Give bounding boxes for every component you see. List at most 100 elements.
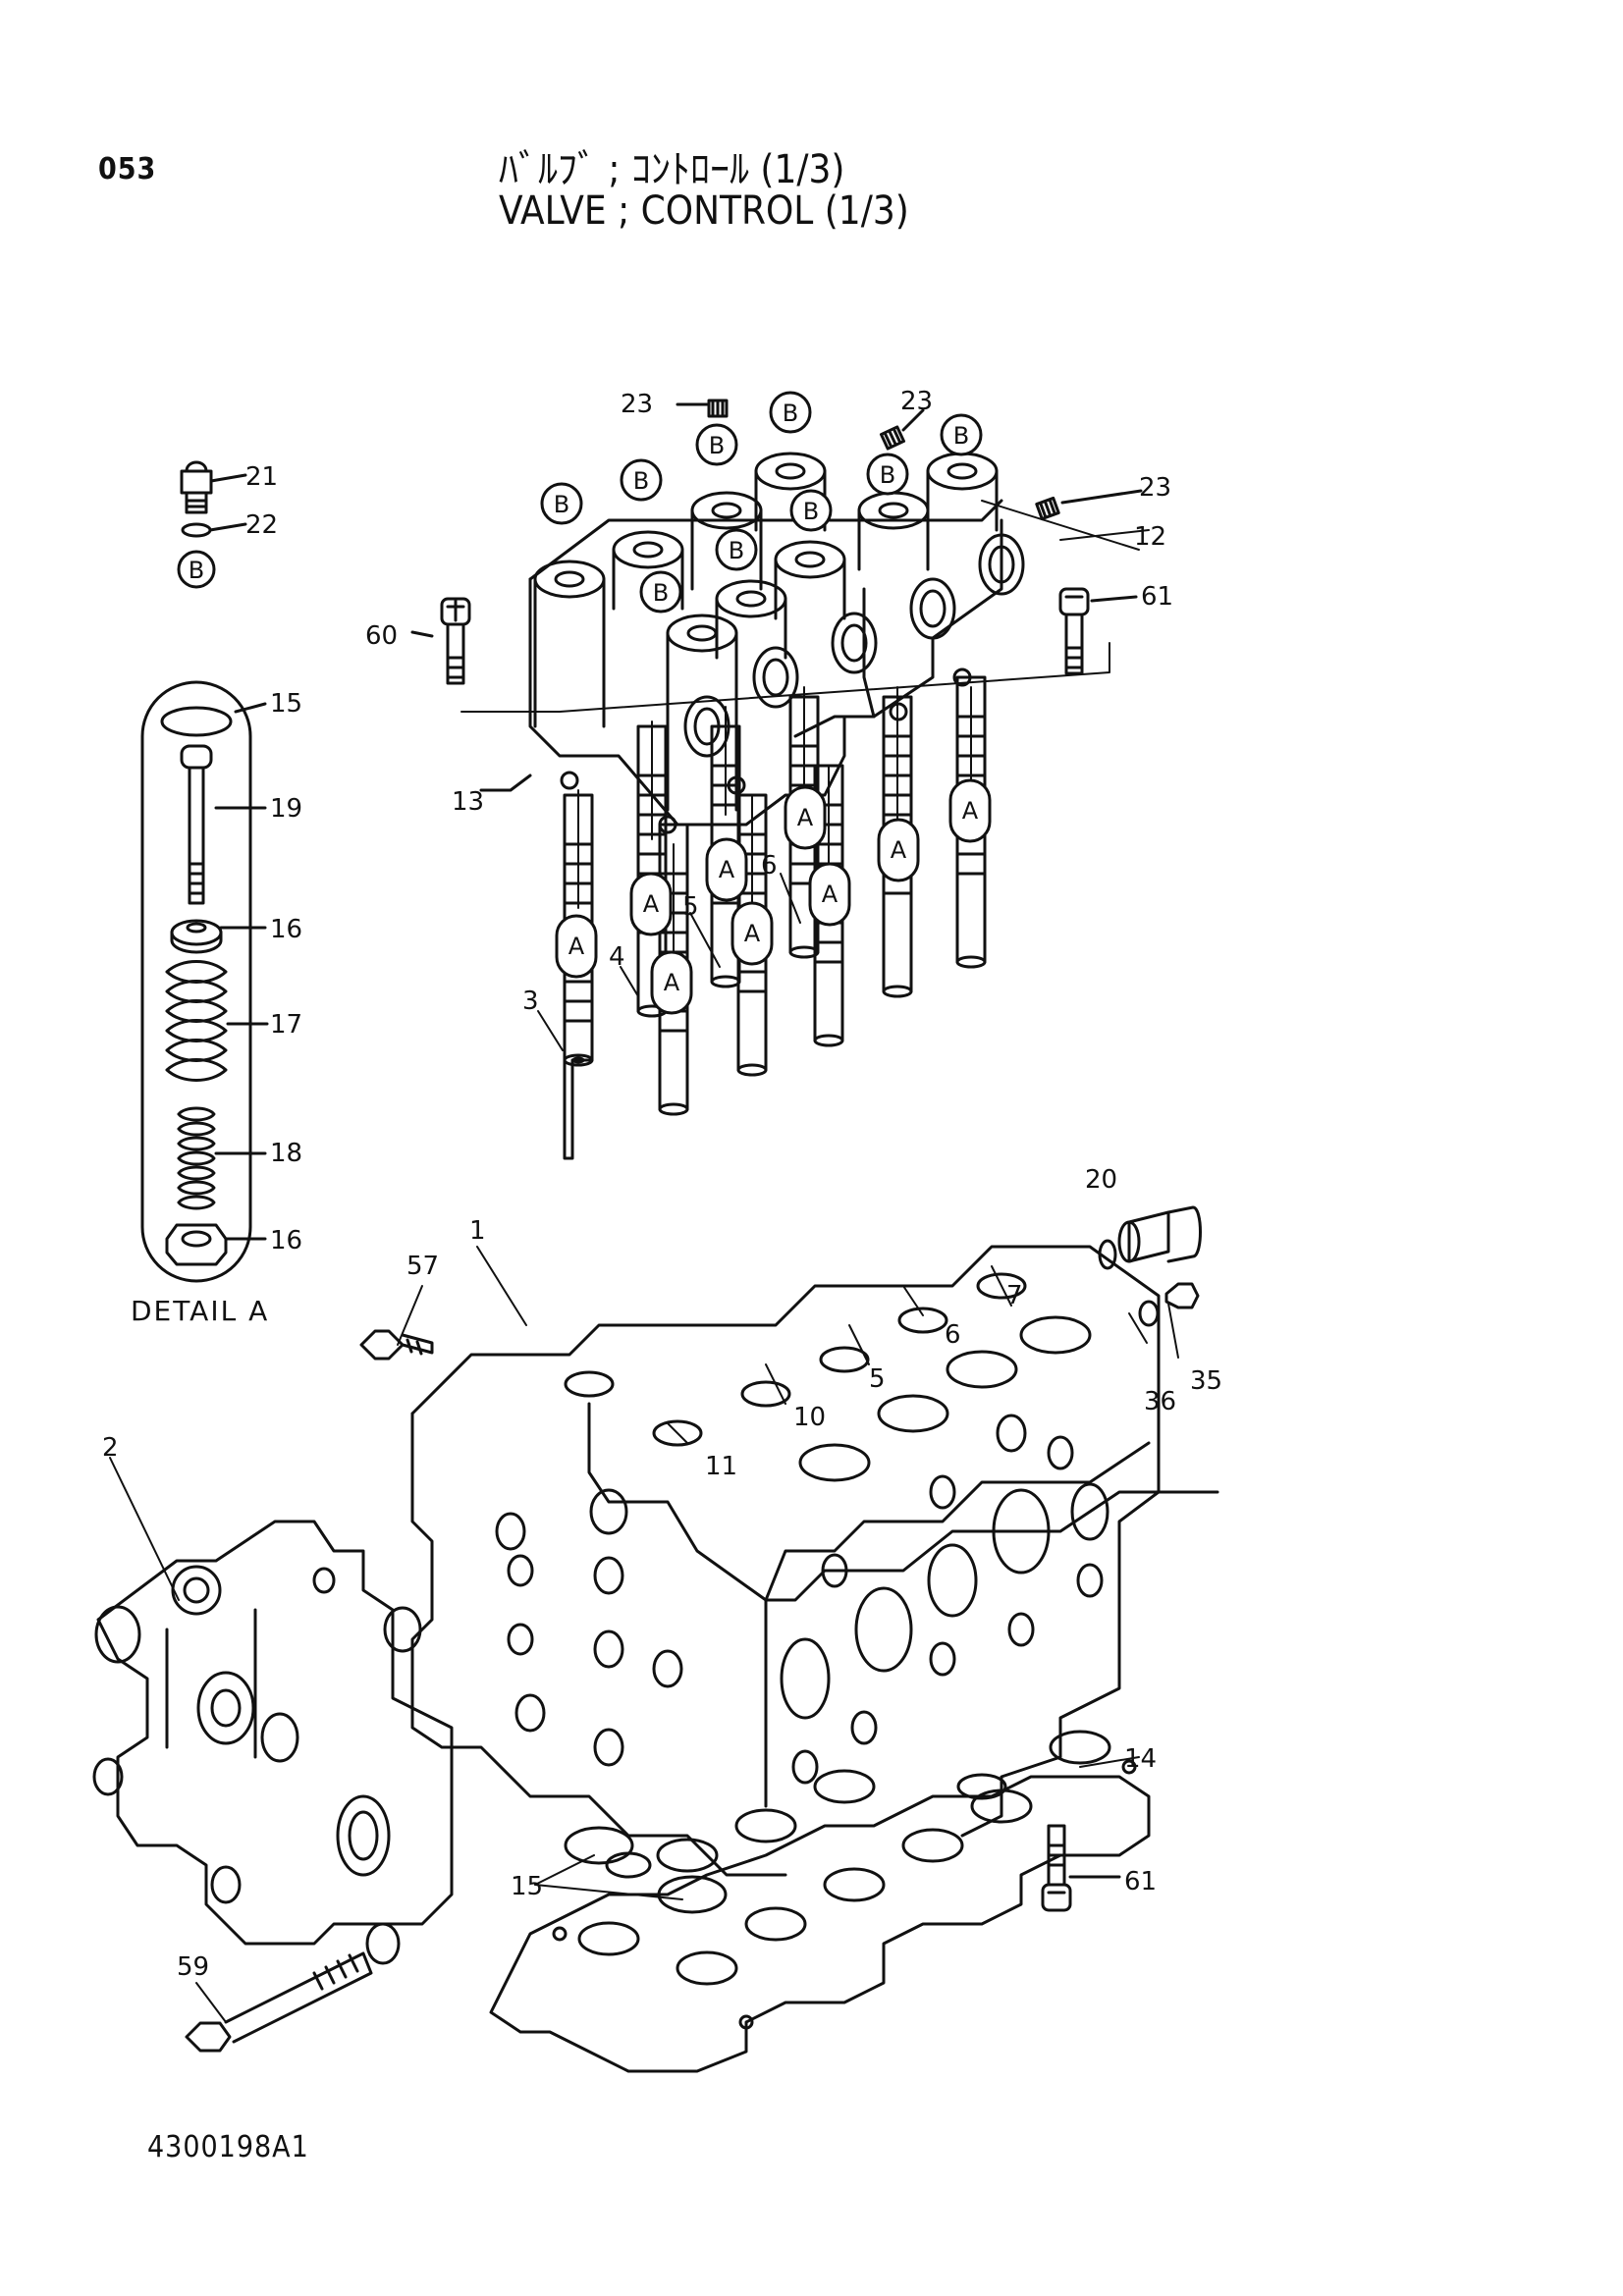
plate-14 xyxy=(489,1730,1151,2073)
callout-15-a: 15 xyxy=(270,689,302,719)
svg-text:B: B xyxy=(803,498,819,525)
callout-6-a: 6 xyxy=(761,851,778,881)
callout-23-b: 23 xyxy=(900,387,933,416)
callout-15-b: 15 xyxy=(511,1872,543,1901)
o-ring-15 xyxy=(160,706,233,737)
callout-61-b: 61 xyxy=(1124,1867,1157,1896)
callout-22: 22 xyxy=(245,510,278,540)
callout-19: 19 xyxy=(270,794,302,824)
svg-text:B: B xyxy=(554,491,569,518)
callout-10: 10 xyxy=(793,1403,826,1432)
marker-b-4: B xyxy=(769,391,812,434)
title-english: VALVE ; CONTROL (1/3) xyxy=(499,188,909,234)
marker-b-3: B xyxy=(695,423,738,466)
callout-4: 4 xyxy=(609,942,625,972)
callout-5-b: 5 xyxy=(869,1364,886,1394)
callout-1: 1 xyxy=(469,1216,486,1246)
svg-text:B: B xyxy=(709,432,725,459)
spring-18 xyxy=(177,1106,216,1210)
leader-lines xyxy=(109,529,1179,2023)
marker-a-group: A A A A A A A A A xyxy=(555,778,992,1015)
callout-60: 60 xyxy=(365,621,398,651)
marker-b-7: B xyxy=(789,489,833,532)
svg-text:A: A xyxy=(744,920,761,947)
callout-13: 13 xyxy=(452,787,484,817)
callout-35: 35 xyxy=(1190,1366,1222,1396)
svg-text:B: B xyxy=(783,400,798,427)
callout-59: 59 xyxy=(177,1952,209,1982)
callout-2: 2 xyxy=(102,1433,119,1463)
marker-b-2: B xyxy=(620,458,663,502)
svg-text:B: B xyxy=(189,557,204,584)
main-body-1 xyxy=(410,1245,1219,1877)
callout-21: 21 xyxy=(245,462,278,492)
bolt-60 xyxy=(410,597,471,685)
pin-19 xyxy=(180,744,213,905)
svg-text:B: B xyxy=(653,579,669,607)
callout-61-a: 61 xyxy=(1141,582,1173,612)
title-japanese: ﾊﾞﾙﾌﾞ ; ｺﾝﾄﾛｰﾙ (1/3) xyxy=(499,147,845,192)
plug-23-group xyxy=(676,399,1143,521)
callout-3: 3 xyxy=(522,987,539,1016)
callout-6-b: 6 xyxy=(945,1320,961,1350)
callout-11: 11 xyxy=(705,1452,737,1481)
svg-text:B: B xyxy=(729,537,744,564)
callout-16-a: 16 xyxy=(270,915,302,944)
marker-a-9: A xyxy=(948,778,992,843)
callout-5-a: 5 xyxy=(682,892,699,922)
marker-a-1: A xyxy=(555,914,598,979)
check-valve-20 xyxy=(1098,1205,1202,1270)
callout-17: 17 xyxy=(270,1010,302,1040)
marker-a-5: A xyxy=(730,901,774,966)
callout-20: 20 xyxy=(1085,1165,1117,1195)
washer-16-bottom xyxy=(165,1223,228,1266)
svg-text:B: B xyxy=(953,422,969,450)
callout-7: 7 xyxy=(1006,1281,1023,1310)
plug-21 xyxy=(180,460,247,514)
cover-2 xyxy=(92,1520,454,1965)
detail-a-label: DETAIL A xyxy=(131,1295,269,1327)
detail-a-group xyxy=(140,680,269,1283)
bolt-61-top xyxy=(1058,587,1138,675)
marker-b-6: B xyxy=(639,570,682,614)
marker-b-group: B B B B B B B B B B xyxy=(177,391,983,614)
marker-b-5: B xyxy=(715,528,758,571)
svg-text:A: A xyxy=(962,797,979,825)
bolt-61-bottom xyxy=(1041,1824,1121,1912)
callout-14: 14 xyxy=(1124,1744,1157,1774)
o-ring-15-a xyxy=(564,1826,634,1865)
svg-text:A: A xyxy=(891,836,907,864)
marker-b-1: B xyxy=(540,482,583,525)
spring-17 xyxy=(165,960,228,1082)
spool-group xyxy=(563,675,987,1160)
plug-35 xyxy=(1164,1282,1200,1309)
svg-text:A: A xyxy=(568,933,585,960)
washer-16-top xyxy=(170,919,223,954)
callout-57: 57 xyxy=(406,1252,439,1281)
svg-text:A: A xyxy=(822,881,839,908)
marker-a-4: A xyxy=(705,837,748,902)
drawing-number: 4300198A1 xyxy=(147,2130,309,2164)
o-ring-22 xyxy=(181,522,247,538)
callout-labels: 1 2 3 4 5 5 6 6 7 10 11 12 13 14 15 15 1… xyxy=(102,387,1222,1982)
svg-text:A: A xyxy=(797,804,814,831)
o-ring-15-b xyxy=(657,1875,728,1914)
marker-b-9: B xyxy=(940,413,983,456)
marker-a-8: A xyxy=(877,818,920,882)
callout-16-b: 16 xyxy=(270,1226,302,1255)
marker-a-6: A xyxy=(784,785,827,850)
o-ring-36 xyxy=(1138,1300,1160,1327)
marker-a-2: A xyxy=(629,872,673,936)
svg-text:B: B xyxy=(880,461,895,489)
page-number: 053 xyxy=(98,152,157,187)
marker-a-3: A xyxy=(650,950,693,1015)
bolt-59 xyxy=(185,1951,373,2053)
callout-36: 36 xyxy=(1144,1387,1176,1416)
callout-18: 18 xyxy=(270,1139,302,1168)
detail-a-frame xyxy=(140,680,252,1283)
svg-text:A: A xyxy=(664,969,680,996)
svg-text:A: A xyxy=(719,856,735,883)
callout-23-c: 23 xyxy=(1139,473,1171,503)
marker-b-detail: B xyxy=(177,550,216,589)
